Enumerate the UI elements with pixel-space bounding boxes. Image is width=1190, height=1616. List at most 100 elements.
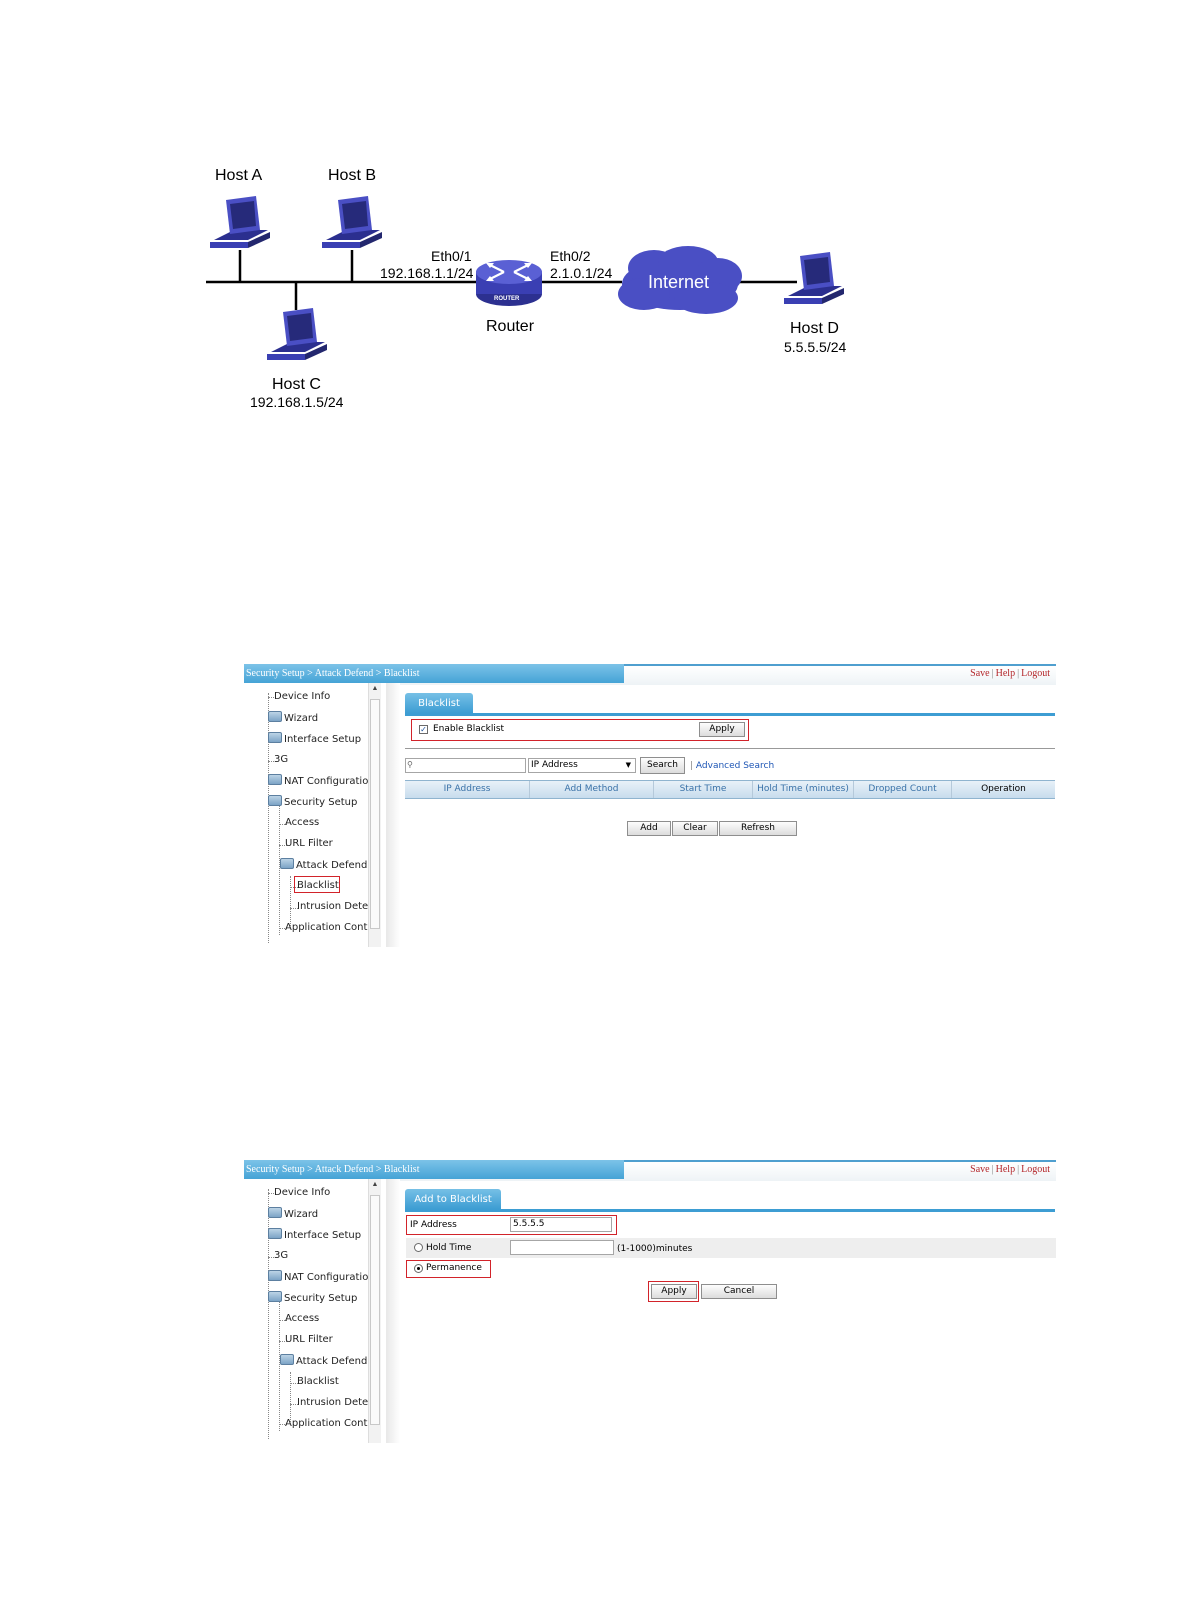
tree-blacklist[interactable]: Blacklist xyxy=(297,1376,339,1387)
highlight-box xyxy=(294,876,340,893)
top-links: Save|Help|Logout xyxy=(970,1164,1050,1175)
col-add-method[interactable]: Add Method xyxy=(530,781,654,798)
add-blacklist-screenshot: Security Setup > Attack Defend > Blackli… xyxy=(244,1160,1056,1443)
folder-open-icon xyxy=(280,1354,294,1365)
tree-scrollbar[interactable]: ▲ xyxy=(368,683,381,947)
save-link[interactable]: Save xyxy=(970,1164,990,1175)
panel-divider xyxy=(386,1179,400,1443)
host-d-computer-icon xyxy=(784,252,844,304)
permanence-label: Permanence xyxy=(426,1263,482,1273)
host-c-label: Host C xyxy=(272,376,321,393)
highlight-box xyxy=(411,719,749,741)
panel-divider xyxy=(386,683,400,947)
tab-blacklist[interactable]: Blacklist xyxy=(405,693,473,713)
folder-icon xyxy=(268,1270,282,1281)
folder-open-icon xyxy=(280,858,294,869)
tree-3g[interactable]: 3G xyxy=(274,1250,289,1261)
eth1-ip: 192.168.1.1/24 xyxy=(380,265,474,281)
tree-wizard[interactable]: Wizard xyxy=(268,711,318,724)
tree-attack-defend[interactable]: Attack Defend xyxy=(280,858,367,871)
folder-icon xyxy=(268,711,282,722)
help-link[interactable]: Help xyxy=(995,1164,1016,1175)
tree-blacklist[interactable]: Blacklist xyxy=(297,880,339,891)
scroll-thumb[interactable] xyxy=(370,1195,380,1425)
tree-application-control[interactable]: Application Control xyxy=(285,1418,381,1429)
folder-icon xyxy=(268,1207,282,1218)
ip-address-label: IP Address xyxy=(410,1220,457,1230)
tree-url-filter[interactable]: URL Filter xyxy=(285,1334,333,1345)
breadcrumb: Security Setup > Attack Defend > Blackli… xyxy=(244,664,624,683)
host-b-computer-icon xyxy=(322,196,382,248)
folder-icon xyxy=(268,774,282,785)
tab-add-to-blacklist[interactable]: Add to Blacklist xyxy=(405,1189,501,1209)
tree-wizard[interactable]: Wizard xyxy=(268,1207,318,1220)
tree-device-info[interactable]: Device Info xyxy=(274,1187,331,1198)
tree-intrusion-detect[interactable]: Intrusion Detect xyxy=(297,901,378,912)
scroll-up-icon[interactable]: ▲ xyxy=(371,685,379,692)
tree-access[interactable]: Access xyxy=(285,817,320,828)
tree-nat-configuration[interactable]: NAT Configuration xyxy=(268,1270,375,1283)
tree-access[interactable]: Access xyxy=(285,1313,320,1324)
col-start-time[interactable]: Start Time xyxy=(654,781,753,798)
tab-underline xyxy=(405,1209,1055,1212)
blacklist-table-header: IP Address Add Method Start Time Hold Ti… xyxy=(405,780,1055,799)
blacklist-screenshot: Security Setup > Attack Defend > Blackli… xyxy=(244,664,1056,947)
host-a-computer-icon xyxy=(210,196,270,248)
scroll-thumb[interactable] xyxy=(370,699,380,929)
search-button[interactable]: Search xyxy=(640,757,685,774)
help-link[interactable]: Help xyxy=(995,668,1016,679)
refresh-button[interactable]: Refresh xyxy=(719,821,797,836)
chevron-down-icon: ▼ xyxy=(625,761,631,769)
tree-3g[interactable]: 3G xyxy=(274,754,289,765)
permanence-radio[interactable] xyxy=(414,1264,423,1273)
tree-security-setup[interactable]: Security Setup xyxy=(268,795,357,808)
folder-open-icon xyxy=(268,795,282,806)
col-ip-address[interactable]: IP Address xyxy=(405,781,530,798)
eth1-name: Eth0/1 xyxy=(431,248,472,264)
nav-tree: Device Info Wizard Interface Setup 3G NA… xyxy=(244,683,387,947)
apply-button[interactable]: Apply xyxy=(699,722,745,737)
clear-button[interactable]: Clear xyxy=(672,821,718,836)
advanced-search-link[interactable]: | Advanced Search xyxy=(690,761,775,771)
divider xyxy=(405,748,1055,749)
scroll-up-icon[interactable]: ▲ xyxy=(371,1181,379,1188)
highlight-box xyxy=(406,1215,617,1235)
router-badge: ROUTER xyxy=(494,296,520,302)
highlight-box xyxy=(648,1281,699,1302)
internet-cloud-icon xyxy=(618,246,742,314)
router-icon xyxy=(476,260,542,306)
logout-link[interactable]: Logout xyxy=(1021,668,1050,679)
enable-blacklist-label: Enable Blacklist xyxy=(433,724,505,734)
save-link[interactable]: Save xyxy=(970,668,990,679)
col-hold-time[interactable]: Hold Time (minutes) xyxy=(753,781,854,798)
host-b-label: Host B xyxy=(328,167,377,184)
cancel-button[interactable]: Cancel xyxy=(701,1284,777,1299)
host-d-label: Host D xyxy=(790,320,839,337)
tree-url-filter[interactable]: URL Filter xyxy=(285,838,333,849)
tree-nat-configuration[interactable]: NAT Configuration xyxy=(268,774,375,787)
search-icon: ⚲ xyxy=(407,760,413,769)
tree-attack-defend[interactable]: Attack Defend xyxy=(280,1354,367,1367)
logout-link[interactable]: Logout xyxy=(1021,1164,1050,1175)
apply-button[interactable]: Apply xyxy=(651,1284,697,1299)
enable-blacklist-checkbox[interactable]: ✓ xyxy=(419,725,428,734)
search-input[interactable] xyxy=(405,758,526,773)
router-label: Router xyxy=(486,318,535,335)
tree-application-control[interactable]: Application Control xyxy=(285,922,381,933)
col-dropped-count[interactable]: Dropped Count xyxy=(854,781,952,798)
search-field-select[interactable]: IP Address▼ xyxy=(528,758,636,773)
hold-time-input[interactable] xyxy=(510,1240,614,1255)
hold-time-row xyxy=(406,1238,1056,1258)
tree-intrusion-detect[interactable]: Intrusion Detect xyxy=(297,1397,378,1408)
tree-security-setup[interactable]: Security Setup xyxy=(268,1291,357,1304)
topology-lines xyxy=(206,250,797,310)
add-button[interactable]: Add xyxy=(627,821,671,836)
tree-scrollbar[interactable]: ▲ xyxy=(368,1179,381,1443)
folder-icon xyxy=(268,732,282,743)
tree-device-info[interactable]: Device Info xyxy=(274,691,331,702)
hold-time-radio[interactable] xyxy=(414,1243,423,1252)
host-d-ip: 5.5.5.5/24 xyxy=(784,339,847,355)
ip-address-input[interactable]: 5.5.5.5 xyxy=(510,1217,612,1232)
tree-interface-setup[interactable]: Interface Setup xyxy=(268,732,361,745)
tree-interface-setup[interactable]: Interface Setup xyxy=(268,1228,361,1241)
